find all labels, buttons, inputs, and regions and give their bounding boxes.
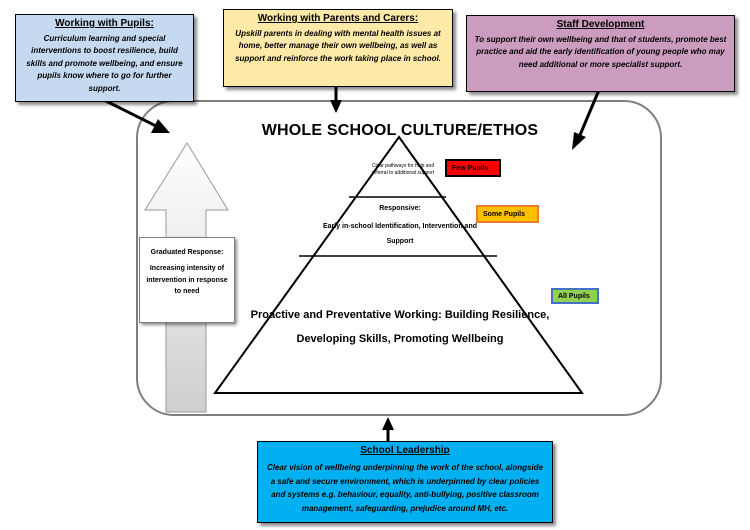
graduated-response-box: Graduated Response: Increasing intensity… xyxy=(139,237,235,323)
staff-development-body: To support their own wellbeing and that … xyxy=(474,35,727,69)
all-pupils-tag: All Pupils xyxy=(551,288,599,304)
arrow-leadership-head xyxy=(382,417,394,430)
arrow-pupils xyxy=(103,98,157,128)
culture-title: WHOLE SCHOOL CULTURE/ETHOS xyxy=(261,122,539,139)
graduated-response-body: Increasing intensity of intervention in … xyxy=(146,265,228,296)
working-with-parents-box: Working with Parents and Carers: Upskill… xyxy=(223,9,453,87)
working-with-parents-body: Upskill parents in dealing with mental h… xyxy=(235,29,441,63)
working-with-pupils-body: Curriculum learning and special interven… xyxy=(26,34,183,93)
pyramid-tier3-text: Proactive and Preventative Working: Buil… xyxy=(250,309,550,346)
school-leadership-body: Clear vision of wellbeing underpinning t… xyxy=(266,463,544,513)
arrow-staff-head xyxy=(572,132,586,150)
pyramid-tier2-title: Responsive: xyxy=(379,205,421,212)
arrow-pupils-head xyxy=(151,119,170,133)
school-leadership-box: School Leadership Clear vision of wellbe… xyxy=(257,441,553,523)
pyramid-tier2-body: Early in-school Identification, Interven… xyxy=(322,223,478,245)
culture-frame xyxy=(136,100,662,416)
graduated-response-title: Graduated Response: xyxy=(150,249,224,256)
arrow-staff xyxy=(578,89,601,136)
some-pupils-tag: Some Pupils xyxy=(476,205,539,223)
staff-development-box: Staff Development To support their own w… xyxy=(466,15,735,92)
working-with-parents-title: Working with Parents and Carers: xyxy=(257,13,419,24)
working-with-pupils-box: Working with Pupils: Curriculum learning… xyxy=(15,14,194,102)
few-pupils-tag: Few Pupils xyxy=(445,159,501,177)
working-with-pupils-title: Working with Pupils: xyxy=(55,18,154,29)
school-leadership-title: School Leadership xyxy=(360,445,450,456)
staff-development-title: Staff Development xyxy=(556,19,645,30)
arrow-parents-head xyxy=(330,100,342,113)
pyramid-outline xyxy=(213,135,584,394)
pyramid-tier1-text: Clear pathways for help and referral to … xyxy=(371,163,435,176)
